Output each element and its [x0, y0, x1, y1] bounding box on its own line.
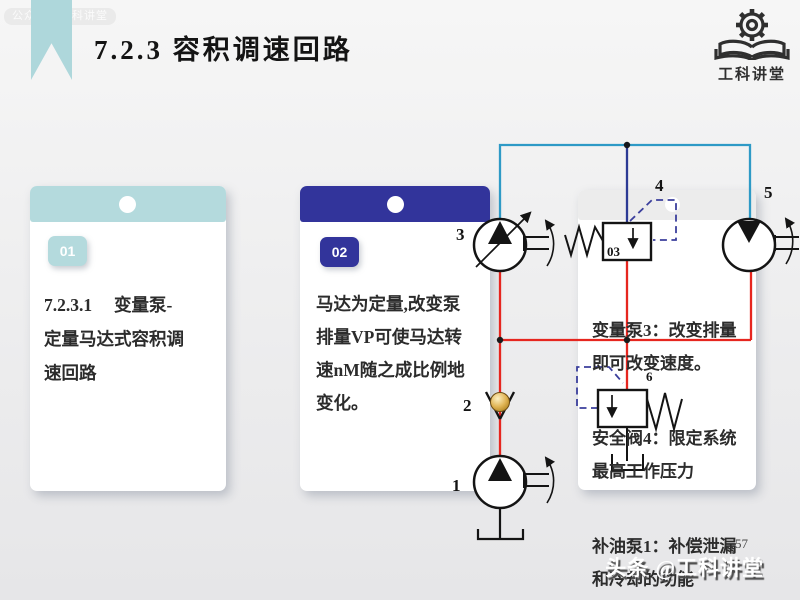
- card-section-2: 02: [300, 186, 490, 491]
- binder-hole-icon: [387, 196, 404, 213]
- bookmark-ribbon: [31, 0, 72, 80]
- binder-hole-icon: [119, 196, 136, 213]
- tank-icon: [476, 529, 525, 541]
- card1-number-badge: 01: [48, 236, 87, 266]
- card3-paragraph-valve4: 安全阀4：限定系统 最高工作压力: [592, 429, 737, 481]
- page-title: 7.2.3 容积调速回路: [94, 35, 353, 65]
- rotation-arrow: [544, 219, 556, 267]
- page-number: 57: [735, 536, 748, 551]
- card2-text: 马达为定量,改变泵 排量VP可使马达转 速nM随之成比例地 变化。: [316, 294, 465, 413]
- card-section-1: 01: [30, 186, 226, 491]
- junction-dot: [496, 336, 504, 344]
- card3-paragraph-pump1: 补油泵1：补偿泄漏 和冷却的功能: [592, 537, 737, 589]
- shaft-icon: [523, 235, 549, 251]
- card2-number-badge: 02: [320, 237, 359, 267]
- label-motor-5: 5: [764, 183, 773, 202]
- check-ball-icon: [490, 392, 510, 412]
- card1-text: 7.2.3.1 变量泵- 定量马达式容积调 速回路: [44, 295, 184, 383]
- footer-watermark: 头条 @工科讲堂: [605, 556, 764, 580]
- gear-book-icon: [714, 9, 790, 62]
- shaft-icon: [774, 235, 799, 251]
- card1-header: [30, 186, 226, 222]
- shaft-icon: [523, 472, 549, 488]
- card3-header: [578, 190, 756, 220]
- card2-header: [300, 186, 490, 222]
- rotation-arrow: [784, 217, 796, 265]
- rotation-arrow: [544, 456, 556, 504]
- check-valve-2-symbol: [484, 391, 516, 420]
- binder-hole-icon: [665, 197, 680, 212]
- brand-logo: 工科讲堂: [706, 2, 798, 84]
- logo-label: 工科讲堂: [717, 67, 786, 83]
- card3-paragraph-pump3: 变量泵3：改变排量 即可改变速度。: [592, 321, 737, 373]
